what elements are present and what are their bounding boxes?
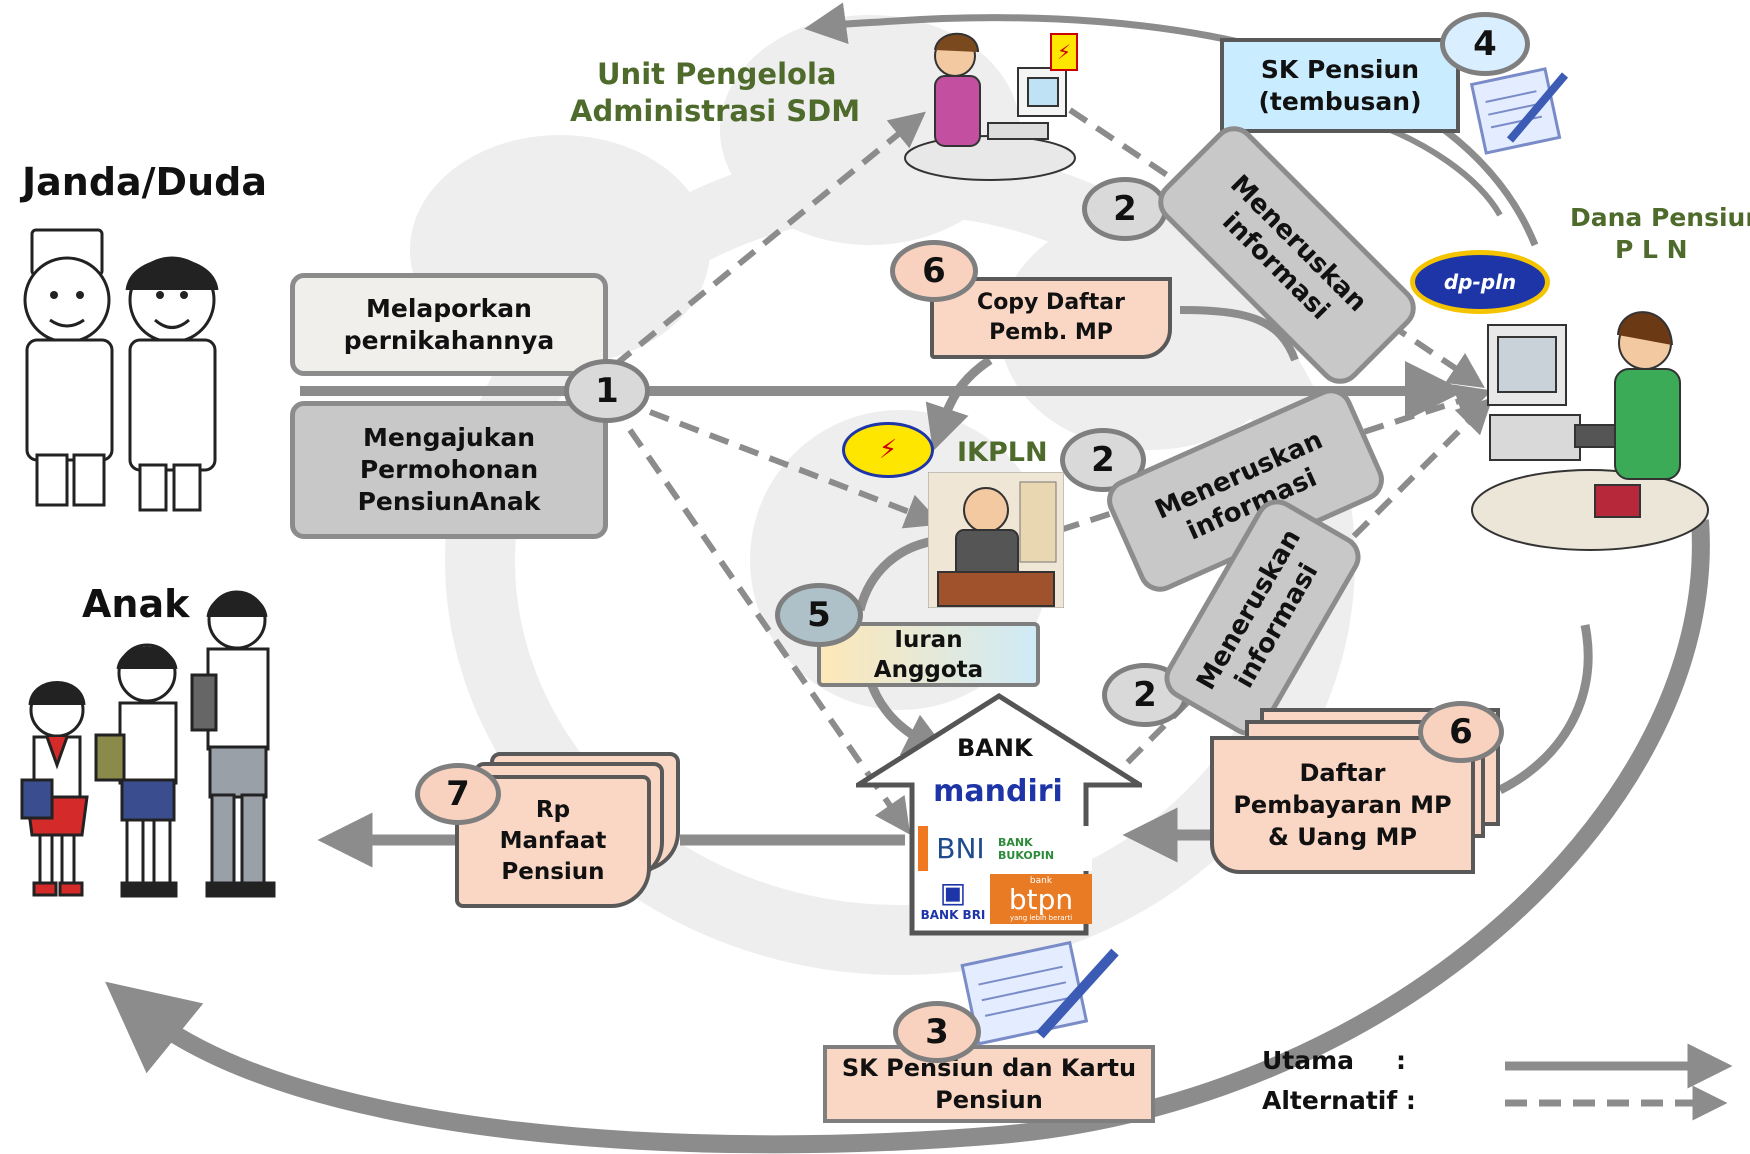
bank-bri-logo: ▣BANK BRI: [918, 875, 988, 925]
bank-bni-logo: BNI: [918, 826, 993, 871]
step-5-badge: 5: [775, 583, 863, 647]
bank-mandiri-logo: mandiri: [918, 767, 1078, 815]
melaporkan-line2: pernikahannya: [343, 325, 555, 355]
janda-duda-title: Janda/Duda: [22, 160, 267, 204]
sk-kartu-line1: SK Pensiun dan Kartu: [841, 1054, 1137, 1082]
bank-bri-text: BANK BRI: [920, 908, 986, 922]
step-3-badge: 3: [893, 1001, 981, 1063]
copy-daftar-line2: Pemb. MP: [989, 320, 1113, 345]
step-6a-badge: 6: [890, 240, 978, 302]
bank-mandiri-text: mandiri: [933, 773, 1063, 809]
curve-arrow-top: [804, 2, 1539, 247]
daftar-line3: & Uang MP: [1267, 823, 1418, 851]
dapen-title-line1: Dana Pensiun: [1570, 203, 1750, 232]
step-6b-badge: 6: [1418, 701, 1504, 763]
document-pen-icon: [1469, 67, 1569, 155]
iuran-line2: Anggota: [873, 656, 984, 683]
rp-line2: Manfaat: [499, 828, 607, 854]
daftar-line1: Daftar: [1299, 759, 1386, 787]
legend-utama-label: Utama: [1262, 1046, 1355, 1075]
pln-logo-small: ⚡: [1050, 33, 1078, 71]
rp-line3: Pensiun: [501, 859, 605, 885]
legend-utama-colon: :: [1396, 1046, 1406, 1075]
children-illustration: [20, 590, 276, 898]
curve-arrow-bottom: [105, 519, 1710, 1154]
married-couple-illustration: [23, 228, 219, 512]
dapen-title-line2: P L N: [1615, 235, 1688, 264]
mengajukan-line3: PensiunAnak: [357, 487, 541, 516]
copy-daftar-line1: Copy Daftar: [977, 290, 1125, 315]
office-worker-illustration: [904, 32, 1076, 181]
sk-tembusan-line2: (tembusan): [1258, 86, 1422, 116]
dapen-clerk-illustration: [1471, 311, 1709, 551]
sk-tembusan-box: SK Pensiun(tembusan): [1220, 38, 1460, 133]
unit-title-line2: Administrasi SDM: [570, 94, 861, 128]
ikpln-logo: ⚡: [842, 422, 934, 478]
ikpln-officer-illustration: [928, 472, 1064, 608]
sk-tembusan-line1: SK Pensiun: [1260, 54, 1420, 84]
daftar-line2: Pembayaran MP: [1233, 791, 1452, 819]
curve-copy-down: [925, 356, 993, 452]
legend-alternatif-label: Alternatif :: [1262, 1086, 1416, 1115]
dash-1-to-bank: [627, 428, 911, 835]
mengajukan-line2: Permohonan: [359, 455, 539, 484]
bank-bukopin-logo: BANK BUKOPIN: [998, 826, 1092, 871]
step-7-badge: 7: [415, 763, 501, 825]
iuran-line1: Iuran: [894, 626, 963, 653]
bank-btpn-text: btpn: [1008, 882, 1074, 916]
unit-title-line1: Unit Pengelola: [597, 57, 837, 91]
bri-mark-icon: ▣: [939, 876, 967, 909]
mengajukan-line1: Mengajukan: [362, 423, 536, 452]
bank-bukopin-text: BANK BUKOPIN: [998, 835, 1055, 862]
step-4-badge: 4: [1440, 12, 1530, 76]
curve-dapen-to-daftar: [1497, 624, 1593, 795]
document-pen-icon-bottom: [960, 940, 1119, 1046]
step-2a-badge: 2: [1082, 177, 1168, 241]
dp-pln-logo-text: dp-pln: [1443, 270, 1517, 294]
rp-line1: Rp: [535, 797, 571, 823]
btpn-tagline: yang lebih berarti: [1009, 913, 1073, 922]
dp-pln-logo: dp-pln: [1410, 250, 1550, 314]
curve-copy-to-ikpln: [1179, 306, 1299, 362]
melaporkan-line1: Melaporkan: [366, 293, 532, 323]
bank-title: BANK: [957, 734, 1033, 762]
anak-title: Anak: [82, 582, 190, 626]
step-1-badge: 1: [564, 359, 650, 423]
btpn-top-text: bank: [1029, 875, 1053, 886]
sk-kartu-line2: Pensiun: [935, 1086, 1043, 1114]
curve-iuran-to-bank: [865, 678, 951, 756]
dash-1-to-ikpln: [648, 409, 942, 529]
bank-bni-text: BNI: [936, 832, 985, 865]
ikpln-label: IKPLN: [957, 437, 1048, 468]
